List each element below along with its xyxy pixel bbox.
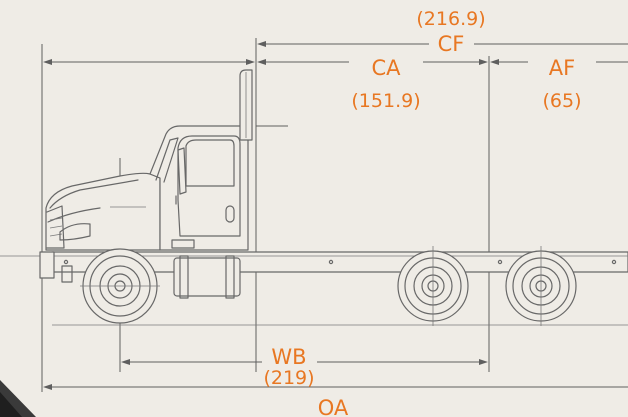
ca-arrow-left [257, 59, 266, 65]
front-arrow-right [246, 59, 255, 65]
truck-cab [45, 69, 253, 251]
tow-hook [61, 265, 73, 283]
a-pillar [155, 137, 179, 183]
grille-bar [49, 225, 63, 229]
hood-line [47, 207, 101, 223]
corner-decoration [0, 380, 36, 417]
front-arrow-left [43, 59, 52, 65]
oa-arrow-left [43, 384, 52, 390]
hood-crease [49, 179, 139, 209]
ca-label: CA [371, 56, 401, 80]
axle-centerlines [80, 206, 542, 326]
frame-rivet [63, 259, 69, 265]
ca-value: (151.9) [351, 90, 420, 112]
af-label: AF [549, 56, 575, 80]
oa-label: OA [318, 396, 349, 417]
fuel-tank [173, 255, 241, 299]
af-value: (65) [542, 90, 581, 112]
dimension-labels: (216.9) CF CA (151.9) AF (65) WB (219) O… [263, 8, 581, 417]
wb-value: (219) [263, 367, 314, 389]
cf-arrow-left [257, 41, 266, 47]
grille [46, 205, 65, 249]
side-mirror [177, 147, 187, 195]
corner-curl-shadow [0, 392, 22, 417]
tank-strap [225, 255, 235, 299]
cf-value: (216.9) [416, 8, 485, 30]
af-arrow-left [490, 59, 499, 65]
front-bumper [39, 251, 73, 283]
tank-strap [179, 255, 189, 299]
cab-door [177, 135, 241, 237]
dimension-lines [43, 41, 628, 390]
side-window [185, 139, 235, 187]
bumper [39, 251, 55, 279]
wb-arrow-right [479, 359, 488, 365]
door-handle [225, 205, 235, 223]
cab-step [171, 239, 195, 249]
grille-bar [49, 217, 63, 221]
cab-body [149, 125, 249, 251]
wb-label: WB [271, 345, 306, 369]
wb-arrow-left [121, 359, 130, 365]
ca-arrow-right [479, 59, 488, 65]
frame-rivet [497, 259, 503, 265]
frame-rivet [611, 259, 617, 265]
headlight [59, 223, 91, 241]
fuel-tank-body [173, 257, 241, 297]
frame-rivet [328, 259, 334, 265]
cf-label: CF [438, 32, 465, 56]
